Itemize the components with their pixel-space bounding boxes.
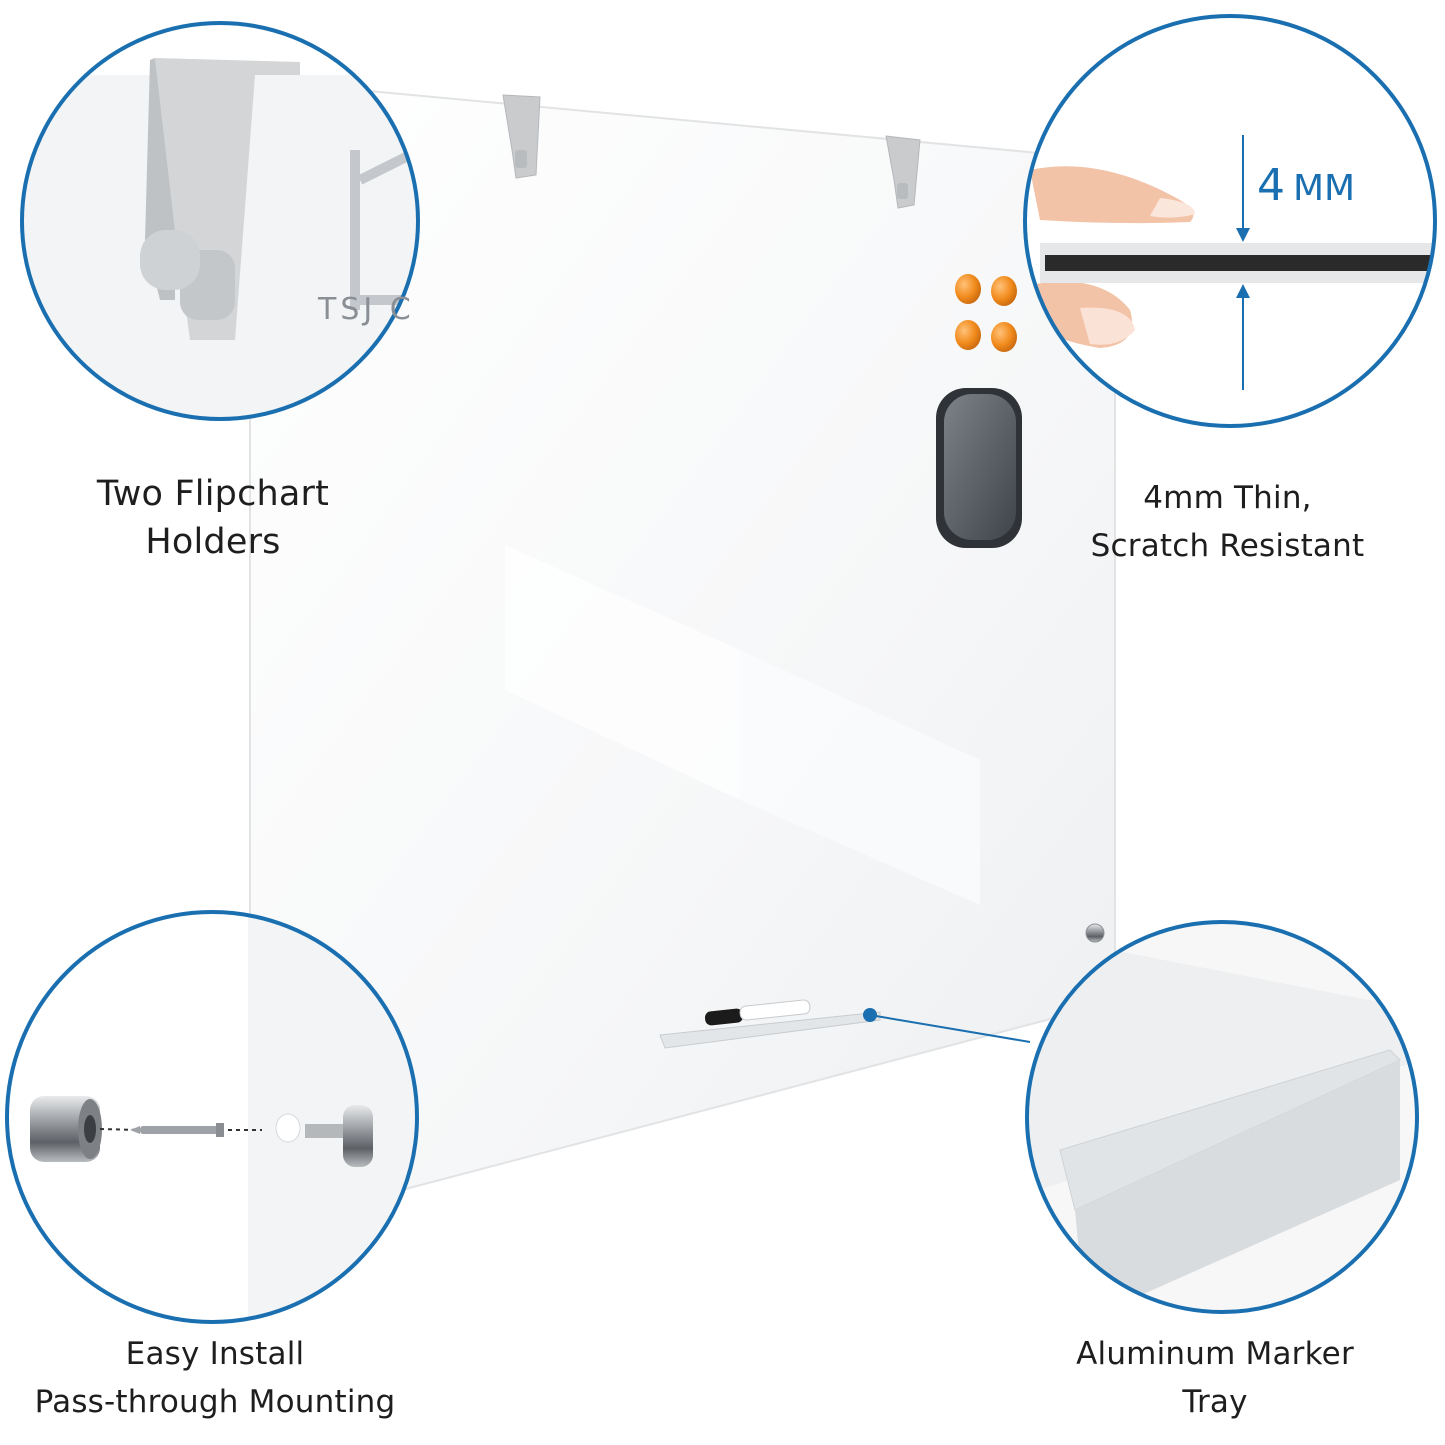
eraser-icon: [936, 388, 1022, 548]
glass-reflection: [740, 650, 980, 905]
caption-line: 4mm Thin,: [1143, 480, 1312, 516]
marker-icon: [704, 999, 811, 1026]
caption-line: Scratch Resistant: [1090, 528, 1365, 564]
marker-tray: [659, 1011, 881, 1049]
thickness-closeup: [1023, 14, 1437, 428]
tray-closeup: [1025, 920, 1419, 1314]
caption-line: Aluminum Marker: [1076, 1336, 1354, 1372]
caption-holders: Two Flipchart Holders: [28, 470, 398, 566]
caption-line: Two Flipchart: [96, 474, 330, 514]
callout-dot: [863, 1008, 877, 1022]
brand-text: TSJ C: [318, 292, 415, 327]
caption-line: Pass-through Mounting: [34, 1384, 396, 1420]
glass-reflection: [505, 545, 740, 800]
thickness-value: 4: [1257, 160, 1285, 211]
magnet-icon: [955, 274, 1017, 352]
flipchart-holder-icon: [502, 94, 541, 179]
flipchart-holder-icon: [885, 135, 921, 209]
caption-line: Tray: [1182, 1384, 1248, 1420]
callout-line: [869, 1014, 1031, 1043]
caption-line: Easy Install: [125, 1336, 305, 1372]
caption-thin: 4mm Thin, Scratch Resistant: [1040, 474, 1415, 570]
caption-line: Holders: [145, 522, 281, 562]
caption-tray: Aluminum Marker Tray: [1030, 1330, 1400, 1426]
caption-install: Easy Install Pass-through Mounting: [10, 1330, 420, 1426]
screw-icon: [130, 1123, 224, 1137]
thickness-unit: MM: [1293, 168, 1356, 209]
standoff-bolt-icon: [1085, 923, 1105, 943]
